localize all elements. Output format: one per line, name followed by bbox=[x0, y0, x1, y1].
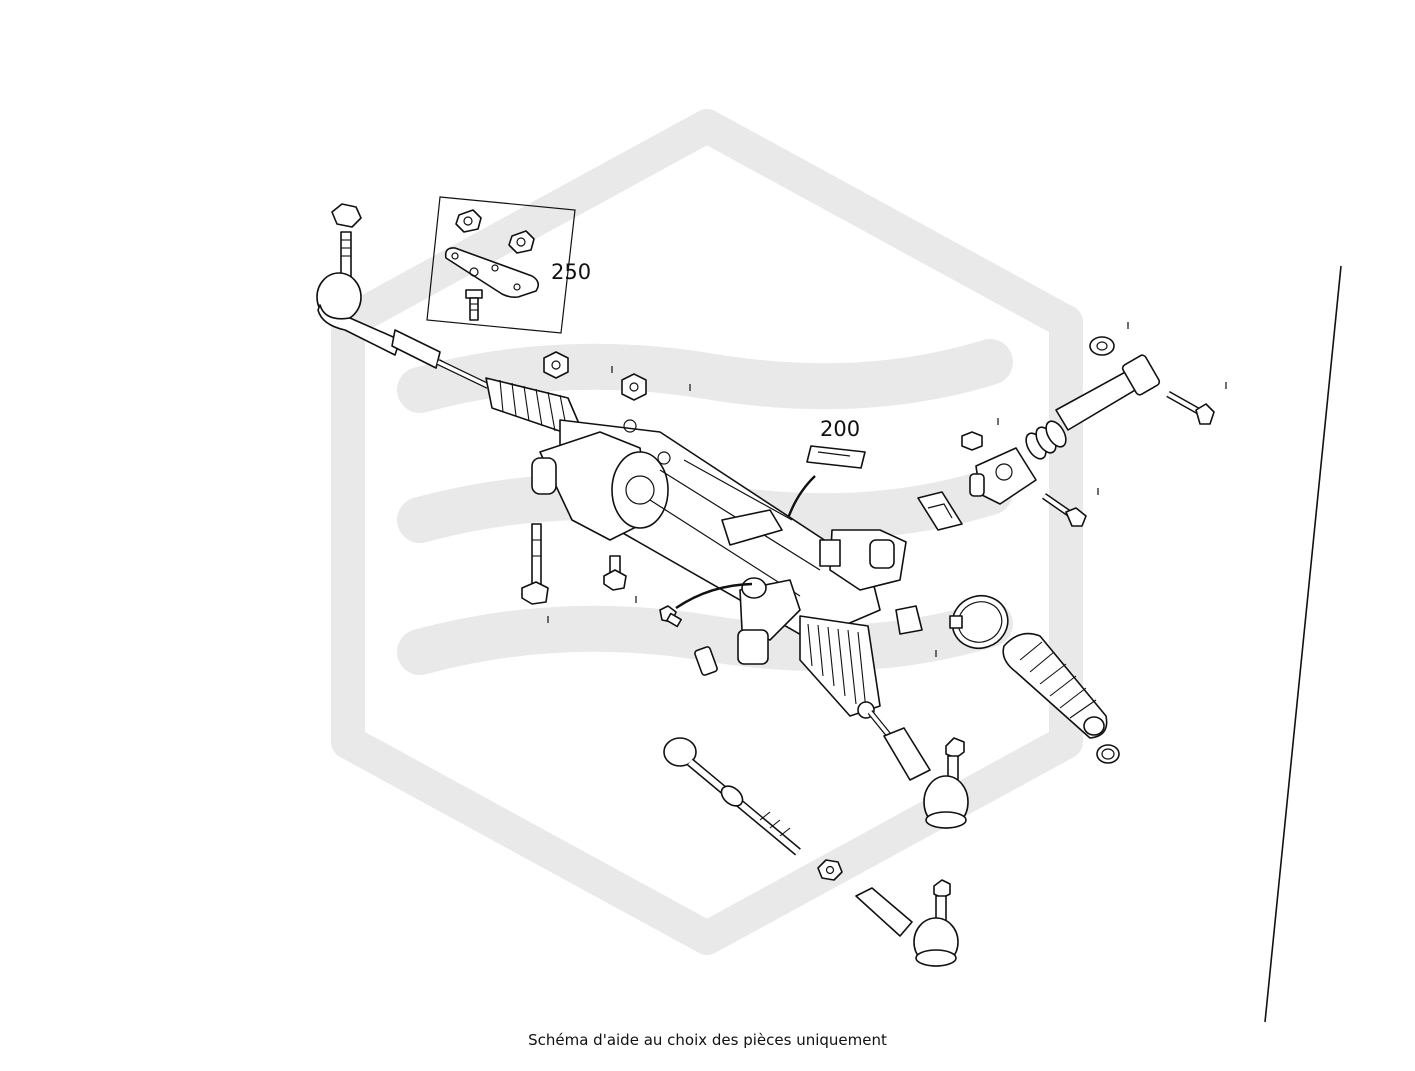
long-bolt bbox=[521, 523, 549, 605]
intermediate-shaft bbox=[969, 354, 1161, 505]
kit-250-bolt bbox=[465, 289, 483, 321]
bolt-shaft-top bbox=[1166, 390, 1215, 425]
flange-nut-a bbox=[543, 351, 569, 379]
small-clip bbox=[694, 646, 718, 676]
short-bolt bbox=[603, 555, 627, 591]
bellows-right bbox=[799, 615, 881, 719]
small-clamp bbox=[1096, 744, 1120, 764]
sensor-motor-unit bbox=[819, 529, 907, 591]
callout-200-group: 200 bbox=[780, 417, 866, 541]
diagram-caption: Schéma d'aide au choix des pièces unique… bbox=[528, 1031, 887, 1049]
flange-nut-b bbox=[621, 373, 647, 401]
callout-200-label: 200 bbox=[820, 417, 860, 441]
kit-250-frame bbox=[426, 196, 576, 334]
leader-pinion bbox=[675, 582, 753, 609]
loose-tie-rod-end bbox=[855, 879, 959, 967]
loose-bellows bbox=[1002, 632, 1108, 739]
tie-rod-end-right bbox=[867, 710, 969, 829]
kit-250-nut-1 bbox=[455, 209, 482, 233]
kit-250-plate bbox=[444, 247, 540, 298]
washer-mid-right bbox=[961, 431, 983, 451]
small-bolt bbox=[659, 605, 682, 628]
kit-250-nut-2 bbox=[508, 230, 535, 254]
loose-inner-tie-rod bbox=[663, 737, 801, 856]
small-bracket bbox=[895, 605, 923, 635]
hose-clamp bbox=[949, 594, 1009, 650]
callout-250-label: 250 bbox=[551, 260, 591, 284]
jam-nut bbox=[817, 859, 843, 881]
bolt-shaft-bottom bbox=[1042, 493, 1087, 527]
shaft-bellows bbox=[1025, 420, 1067, 460]
clip-bracket bbox=[917, 491, 963, 531]
label-200-tag bbox=[806, 445, 866, 469]
reference-ticks bbox=[547, 322, 1227, 657]
steering-rack-housing bbox=[436, 359, 907, 719]
frame-border-line bbox=[1264, 265, 1342, 1023]
washer-top-right bbox=[1089, 336, 1115, 356]
castle-nut-left bbox=[331, 203, 362, 228]
kit-250-group: 250 bbox=[426, 196, 591, 334]
